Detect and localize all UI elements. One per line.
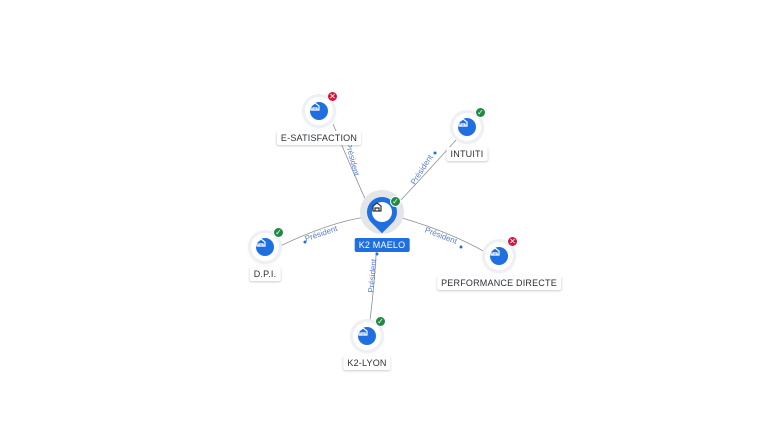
status-ok-icon: ✓	[390, 196, 401, 207]
edge-performance-directe	[401, 217, 486, 253]
status-error-icon: ✕	[507, 236, 518, 247]
status-ok-icon: ✓	[475, 107, 486, 118]
status-error-icon: ✕	[327, 91, 338, 102]
building-icon	[358, 327, 376, 345]
building-icon	[458, 118, 476, 136]
building-icon	[310, 102, 328, 120]
center-node-label[interactable]: K2 MAELO	[354, 238, 410, 252]
node-circle: ✓	[353, 316, 386, 350]
node-circle: ✓	[251, 227, 284, 261]
node-label[interactable]: E-SATISFACTION	[276, 131, 362, 145]
node-label[interactable]: PERFORMANCE DIRECTE	[437, 276, 561, 290]
node-label[interactable]: D.P.I.	[249, 267, 281, 281]
edge-arrow-icon	[375, 252, 379, 256]
node-label[interactable]: K2-LYON	[343, 356, 391, 370]
status-ok-icon: ✓	[273, 227, 284, 238]
node-label[interactable]: INTUITI	[446, 147, 488, 161]
building-icon	[372, 202, 392, 222]
edge-label: Président	[367, 258, 379, 293]
edge-arrow-icon	[433, 151, 437, 155]
building-icon	[256, 238, 274, 256]
edge-label: Président	[304, 224, 340, 244]
edge-label: Président	[409, 152, 435, 186]
edge-dpi	[277, 216, 367, 248]
building-icon	[490, 247, 508, 265]
edge-arrow-icon	[303, 240, 307, 244]
node-circle: ✓	[453, 107, 486, 141]
node-circle: ✕	[485, 236, 518, 270]
node-circle: ✕	[305, 91, 338, 125]
edge-label: Président	[344, 142, 362, 178]
edge-arrow-icon	[459, 245, 463, 249]
edge-label: Président	[424, 225, 460, 246]
status-ok-icon: ✓	[375, 316, 386, 327]
